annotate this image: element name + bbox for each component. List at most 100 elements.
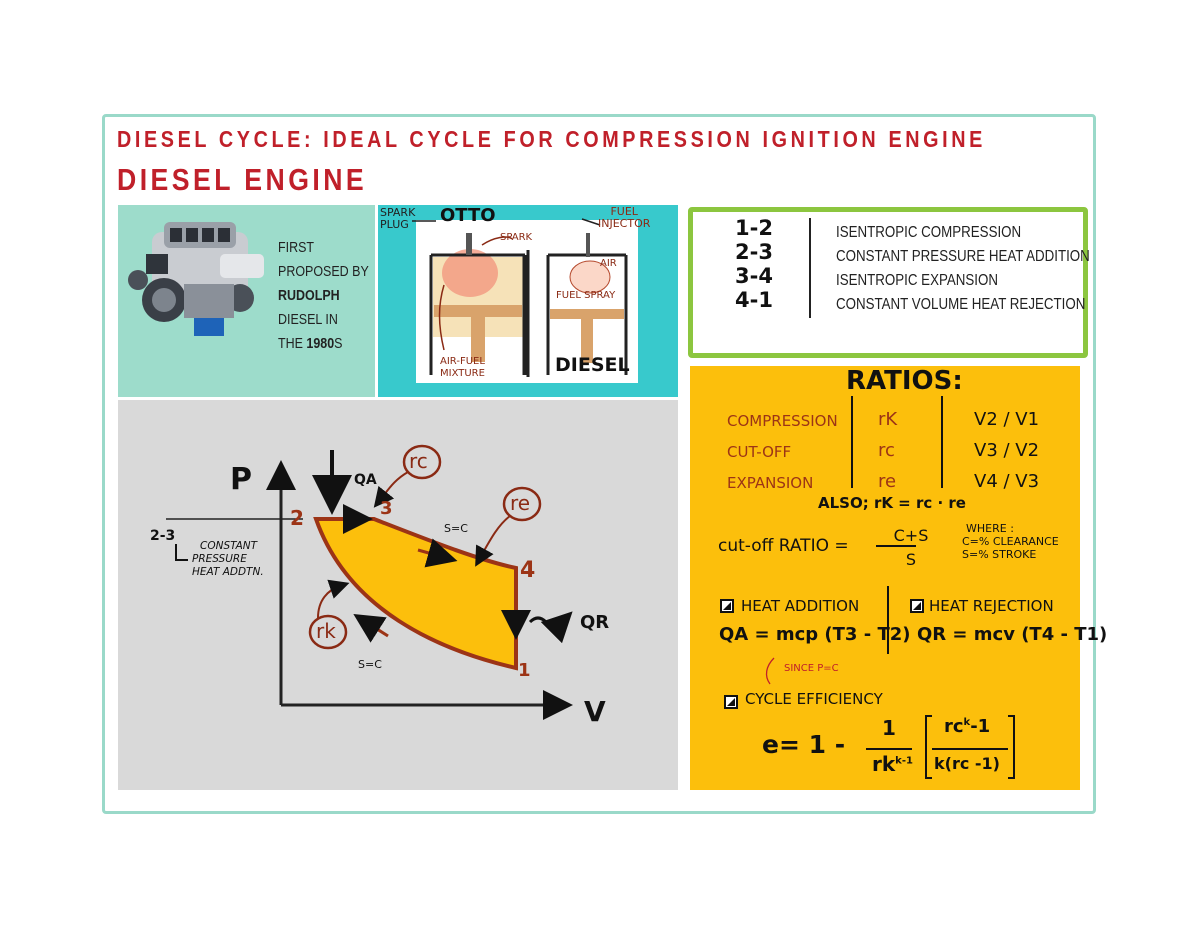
process-divider	[809, 218, 811, 318]
point-3-label: 3	[380, 498, 393, 519]
process-desc: ISENTROPIC COMPRESSION	[836, 224, 1022, 241]
process-step: 4-1	[735, 288, 773, 312]
eff-num2: rck-1	[944, 716, 990, 737]
eff-den2: k(rc -1)	[934, 754, 1000, 773]
caption-the: THE	[278, 336, 307, 352]
caption-s: S	[334, 336, 343, 352]
ratio-formula: V2 / V1	[974, 409, 1040, 430]
where-title: WHERE :	[966, 522, 1014, 535]
cutoff-label: cut-off RATIO =	[718, 536, 849, 556]
cycle-area	[313, 517, 518, 671]
where-s: S=% STROKE	[962, 548, 1037, 561]
p-axis-label: P	[230, 462, 252, 497]
eff-num1: 1	[882, 716, 896, 740]
since-note: SINCE P=C	[784, 663, 839, 674]
where-note: WHERE : C=% CLEARANCE S=% STROKE	[962, 522, 1059, 561]
air-fuel-line: MIXTURE	[440, 368, 485, 379]
eff-den1-base: rk	[872, 752, 896, 776]
spark-label: SPARK	[500, 232, 533, 243]
caption-line: PROPOSED BY	[278, 264, 369, 280]
ratio-formula: V3 / V2	[974, 440, 1040, 461]
note-line: PRESSURE	[192, 553, 247, 565]
otto-label: OTTO	[440, 205, 496, 226]
process-steps: 1-2 2-3 3-4 4-1	[735, 216, 773, 312]
eff-den1-exp: k-1	[895, 755, 913, 767]
rk-label: rk	[316, 619, 336, 643]
efficiency-title: CYCLE EFFICIENCY	[745, 690, 883, 708]
fuel-injector-line: INJECTOR	[598, 217, 651, 230]
otto-spark-flame	[442, 249, 498, 297]
ratio-name: CUT-OFF	[727, 443, 792, 461]
rc-label: rc	[409, 449, 428, 473]
ratio-name: EXPANSION	[727, 474, 814, 492]
eff-num2-exp: k	[963, 717, 971, 728]
caption-line: RUDOLPH	[278, 288, 340, 304]
process-desc: CONSTANT VOLUME HEAT REJECTION	[836, 296, 1086, 313]
ratio-symbol: rK	[878, 409, 898, 430]
qr-label: QR	[580, 612, 610, 633]
processes-panel	[688, 207, 1088, 358]
ratio-symbol: rc	[878, 440, 895, 461]
diesel-label: DIESEL	[555, 354, 630, 376]
engine-caption: FIRST PROPOSED BY RUDOLPH DIESEL IN THE …	[278, 236, 369, 356]
v-axis-label: V	[584, 695, 606, 728]
caption-line: DIESEL IN	[278, 312, 338, 328]
heat-rejection-formula: QR = mcv (T4 - T1)	[917, 624, 1108, 645]
point-4-label: 4	[520, 558, 536, 583]
s-c-top-label: S=C	[444, 522, 468, 535]
caption-year: 1980	[306, 336, 335, 352]
qa-label: QA	[354, 472, 377, 488]
eff-num2-tail: -1	[970, 716, 991, 737]
note-line: HEAT ADDTN.	[192, 566, 264, 578]
spark-plug-line: SPARK	[380, 206, 416, 219]
note-arrow	[175, 544, 188, 561]
diesel-engine-icon	[128, 222, 264, 336]
heat-addition-formula: QA = mcp (T3 - T2)	[719, 624, 911, 645]
ratio-formula: V4 / V3	[974, 471, 1040, 492]
point-2-label: 2	[290, 506, 304, 530]
cutoff-den: S	[905, 550, 917, 569]
ratio-symbol: re	[878, 471, 897, 492]
also-relation: ALSO; rK = rc · re	[818, 494, 966, 512]
caption-line: THE 1980S	[278, 332, 369, 356]
note-step: 2-3	[150, 528, 176, 544]
heat-rejection-title: HEAT REJECTION	[929, 597, 1054, 615]
ratios-title: RATIOS:	[846, 366, 963, 396]
ratios-drawing	[720, 396, 1015, 779]
rk-circle	[308, 614, 348, 650]
point-1-label: 1	[518, 660, 531, 681]
re-circle	[502, 486, 542, 522]
pv-note: CONSTANT PRESSURE HEAT ADDTN.	[192, 540, 264, 579]
eff-num2-base: rc	[944, 716, 964, 737]
note-line: CONSTANT	[200, 540, 258, 552]
process-step: 2-3	[735, 240, 773, 264]
re-label: re	[510, 491, 531, 515]
ratio-formulas: V2 / V1 V3 / V2 V4 / V3	[974, 404, 1039, 497]
otto-diesel-drawing	[412, 218, 628, 377]
efficiency-lhs: e= 1 -	[762, 730, 846, 759]
ratio-names: COMPRESSION CUT-OFF EXPANSION	[727, 406, 838, 499]
fuel-spray-label: FUEL SPRAY	[556, 290, 616, 301]
process-step: 1-2	[735, 216, 773, 240]
eff-den1: rkk-1	[872, 752, 913, 776]
heat-addition-title: HEAT ADDITION	[741, 597, 860, 615]
page-title: DIESEL CYCLE: IDEAL CYCLE FOR COMPRESSIO…	[117, 126, 986, 152]
process-descriptions: ISENTROPIC COMPRESSION CONSTANT PRESSURE…	[836, 221, 1090, 317]
process-step: 3-4	[735, 264, 773, 288]
ratio-name: COMPRESSION	[727, 412, 838, 430]
process-desc: ISENTROPIC EXPANSION	[836, 272, 998, 289]
s-c-bottom-label: S=C	[358, 658, 382, 671]
air-label: AIR	[600, 258, 617, 269]
cutoff-num: C+S	[893, 526, 929, 545]
where-c: C=% CLEARANCE	[962, 535, 1059, 548]
pv-diagram	[166, 444, 573, 720]
fuel-injector-line: FUEL	[610, 205, 638, 218]
spark-plug-line: PLUG	[380, 218, 409, 231]
air-fuel-line: AIR-FUEL	[440, 356, 485, 367]
qr-arrow	[528, 611, 573, 644]
diesel-fuel-spray	[569, 260, 611, 294]
rc-circle	[402, 444, 442, 480]
